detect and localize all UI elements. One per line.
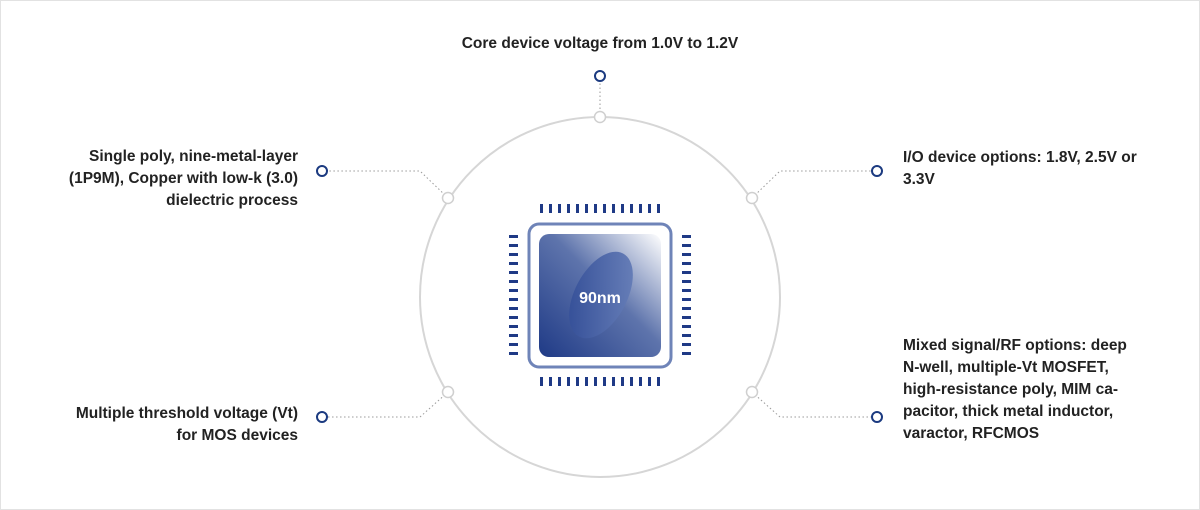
chip-pin-left — [509, 316, 518, 319]
chip-pin-bottom — [549, 377, 552, 386]
connector-lower-left — [322, 391, 449, 418]
chip-label: 90nm — [579, 290, 621, 307]
chip-pin-top — [576, 204, 579, 213]
chip-pin-bottom — [567, 377, 570, 386]
chip-pin-left — [509, 298, 518, 301]
chip-pin-bottom — [585, 377, 588, 386]
chip-pin-left — [509, 343, 518, 346]
chip-pin-left — [509, 262, 518, 265]
chip-pin-right — [682, 244, 691, 247]
chip-pin-right — [682, 271, 691, 274]
chip-pin-top — [603, 204, 606, 213]
chip-pin-bottom — [639, 377, 642, 386]
chip-pin-bottom — [540, 377, 543, 386]
chip-pins — [509, 204, 691, 386]
label-node-lower-left — [316, 411, 328, 423]
feature-io-options: I/O device options: 1.8V, 2.5V or 3.3V — [903, 149, 1137, 188]
chip-pin-bottom — [603, 377, 606, 386]
chip-pin-bottom — [630, 377, 633, 386]
chip-pin-right — [682, 262, 691, 265]
chip-pin-left — [509, 289, 518, 292]
ring-node-lower-left — [441, 385, 455, 399]
chip-pin-right — [682, 352, 691, 355]
chip-pin-left — [509, 307, 518, 310]
chip-pin-left — [509, 271, 518, 274]
chip-pin-left — [509, 235, 518, 238]
connector-upper-left — [322, 170, 449, 199]
chip-pin-right — [682, 289, 691, 292]
chip-pin-top — [540, 204, 543, 213]
chip-pin-bottom — [621, 377, 624, 386]
chip-pin-left — [509, 325, 518, 328]
label-node-upper-right — [871, 165, 883, 177]
ring-nodes — [441, 110, 759, 399]
ring-node-upper-left — [441, 191, 455, 205]
chip-pin-right — [682, 253, 691, 256]
chip-pin-bottom — [594, 377, 597, 386]
chip-pin-right — [682, 298, 691, 301]
chip-pin-right — [682, 307, 691, 310]
chip-pin-left — [509, 334, 518, 337]
chip-pin-left — [509, 244, 518, 247]
ring-node-top — [593, 110, 607, 124]
feature-threshold-voltage: Multiple threshold voltage (Vt) for MOS … — [75, 405, 298, 444]
chip-pin-right — [682, 235, 691, 238]
chip-pin-top — [630, 204, 633, 213]
chip-pin-bottom — [558, 377, 561, 386]
chip-pin-right — [682, 325, 691, 328]
connector-lines — [322, 77, 876, 418]
chip-pin-top — [567, 204, 570, 213]
ring-node-upper-right — [745, 191, 759, 205]
ring-node-lower-right — [745, 385, 759, 399]
chip-pin-right — [682, 316, 691, 319]
label-node-upper-left — [316, 165, 328, 177]
label-node-lower-right — [871, 411, 883, 423]
chip-pin-top — [585, 204, 588, 213]
connector-upper-right — [751, 170, 876, 199]
label-node-top — [594, 70, 606, 82]
chip-pin-top — [657, 204, 660, 213]
chip-pin-top — [594, 204, 597, 213]
chip-pin-bottom — [657, 377, 660, 386]
label-nodes — [316, 70, 883, 423]
chip-pin-right — [682, 343, 691, 346]
chip-pin-top — [558, 204, 561, 213]
chip-pin-top — [648, 204, 651, 213]
feature-metal-layers: Single poly, nine-metal-layer (1P9M), Co… — [68, 148, 298, 209]
chip-pin-right — [682, 334, 691, 337]
connector-lower-right — [751, 391, 876, 418]
chip-pin-top — [549, 204, 552, 213]
chip-pin-left — [509, 352, 518, 355]
chip-pin-top — [621, 204, 624, 213]
feature-mixed-signal-rf: Mixed signal/RF options: deep N-well, mu… — [903, 337, 1127, 442]
chip-pin-bottom — [648, 377, 651, 386]
chip-pin-top — [612, 204, 615, 213]
feature-core-voltage: Core device voltage from 1.0V to 1.2V — [461, 35, 739, 52]
chip-pin-top — [639, 204, 642, 213]
chip-pin-left — [509, 253, 518, 256]
chip-pin-right — [682, 280, 691, 283]
chip-pin-left — [509, 280, 518, 283]
chip-pin-bottom — [612, 377, 615, 386]
chip-pin-bottom — [576, 377, 579, 386]
chip-oval — [569, 251, 633, 339]
